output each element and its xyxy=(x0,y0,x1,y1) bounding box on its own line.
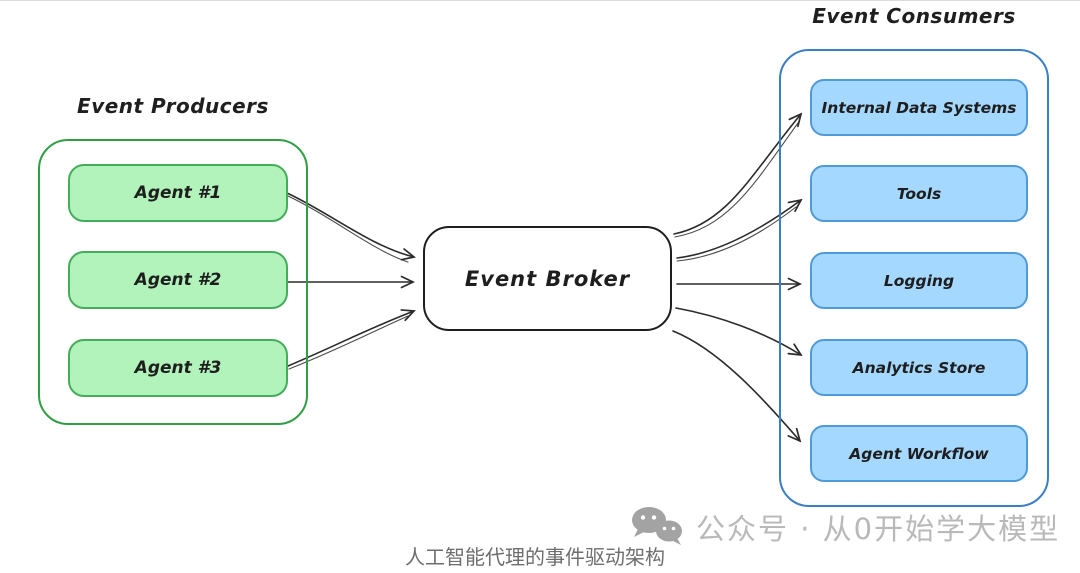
consumer-box-tools-label: Tools xyxy=(896,184,942,203)
consumer-box-analytics-store-label: Analytics Store xyxy=(852,358,986,377)
consumers-title: Event Consumers xyxy=(812,4,1016,28)
consumers-container xyxy=(779,49,1049,507)
event-broker-label: Event Broker xyxy=(464,266,631,291)
wechat-icon xyxy=(632,507,682,545)
watermark: 公众号 · 从0开始学大模型 xyxy=(630,506,1060,548)
watermark-text: 公众号 · 从0开始学大模型 xyxy=(696,512,1061,546)
consumer-box-logging-label: Logging xyxy=(883,271,955,290)
producer-box-agent-1-label: Agent #1 xyxy=(134,183,222,203)
producer-box-agent-3-label: Agent #3 xyxy=(134,358,222,378)
consumer-box-analytics-store: Analytics Store xyxy=(810,339,1028,396)
consumer-box-tools: Tools xyxy=(810,165,1028,222)
event-broker-box: Event Broker xyxy=(423,226,672,331)
consumer-box-internal-data-systems-label: Internal Data Systems xyxy=(821,98,1017,117)
producer-box-agent-2-label: Agent #2 xyxy=(134,270,222,290)
producer-box-agent-1: Agent #1 xyxy=(68,164,288,222)
consumer-box-agent-workflow: Agent Workflow xyxy=(810,425,1028,482)
producers-container xyxy=(38,139,308,425)
caption: 人工智能代理的事件驱动架构 xyxy=(405,545,665,569)
producer-box-agent-3: Agent #3 xyxy=(68,339,288,397)
consumer-box-logging: Logging xyxy=(810,252,1028,309)
consumer-box-internal-data-systems: Internal Data Systems xyxy=(810,79,1028,136)
consumer-box-agent-workflow-label: Agent Workflow xyxy=(849,444,989,463)
producers-title: Event Producers xyxy=(77,94,269,118)
producer-box-agent-2: Agent #2 xyxy=(68,251,288,309)
